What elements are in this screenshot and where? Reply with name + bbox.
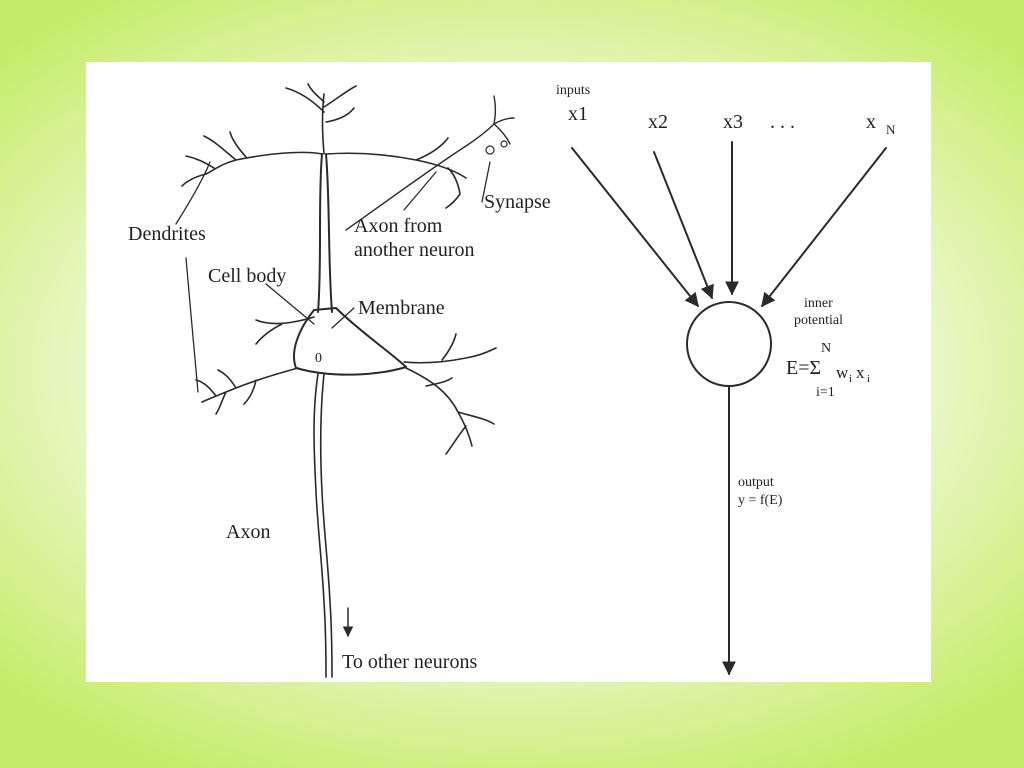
label-output: output [738, 475, 774, 490]
neuron-diagram: Dendrites Cell body Membrane Axon from a… [128, 83, 896, 678]
label-synapse: Synapse [484, 191, 551, 213]
label-membrane: Membrane [358, 297, 445, 319]
formula-sub-i2: i [867, 373, 870, 385]
axon-from-pointer [403, 171, 437, 211]
formula-lhs: E=Σ [786, 357, 821, 379]
diagram-panel: Dendrites Cell body Membrane Axon from a… [86, 62, 931, 682]
cell-body-pointer [265, 283, 315, 325]
axon-from-other [345, 95, 515, 231]
formula-sub-i: i [849, 373, 852, 385]
axon-line [313, 373, 327, 678]
arrow-x2 [653, 151, 714, 300]
label-cell-body: Cell body [208, 265, 286, 287]
arrow-xn [761, 147, 887, 308]
label-axon-from-2: another neuron [354, 239, 475, 261]
label-x2: x2 [648, 111, 668, 133]
label-x1: x1 [568, 103, 588, 125]
summation-node [686, 301, 772, 387]
synapse-pointer [481, 161, 491, 203]
formula-top: N [821, 341, 831, 356]
label-axon: Axon [226, 521, 270, 543]
label-to-other-neurons: To other neurons [342, 651, 477, 673]
biological-neuron: Dendrites Cell body Membrane Axon from a… [128, 83, 551, 678]
dendrite-branches-top [181, 83, 467, 209]
dendrite-left-lower [195, 367, 299, 415]
formula-x: x [856, 363, 865, 382]
artificial-neuron: inputs x1 x2 x3 . . . x N inner potentia… [556, 83, 896, 676]
cell-body-shape [293, 307, 407, 376]
arrow-x1 [571, 147, 699, 308]
label-xn-sub: N [886, 122, 896, 137]
label-x3: x3 [723, 111, 743, 133]
membrane-pointer [331, 307, 355, 329]
axon-line-2 [319, 373, 333, 678]
dendrite-right [403, 333, 497, 455]
label-inner: inner [804, 296, 833, 311]
synapse-knob [485, 145, 495, 155]
synapse-knob-2 [500, 140, 508, 148]
formula-w: w [836, 363, 849, 382]
dendrites-pointer-lines [175, 161, 211, 393]
label-xn: x [866, 111, 876, 133]
label-dots: . . . [770, 111, 795, 133]
label-inputs: inputs [556, 83, 590, 98]
label-output-formula: y = f(E) [738, 493, 783, 508]
label-axon-from-1: Axon from [354, 215, 443, 237]
nucleus-mark: 0 [315, 351, 322, 366]
label-potential: potential [794, 313, 843, 328]
formula-bottom: i=1 [816, 385, 835, 400]
label-dendrites: Dendrites [128, 223, 206, 245]
apical-dendrite [317, 153, 333, 313]
